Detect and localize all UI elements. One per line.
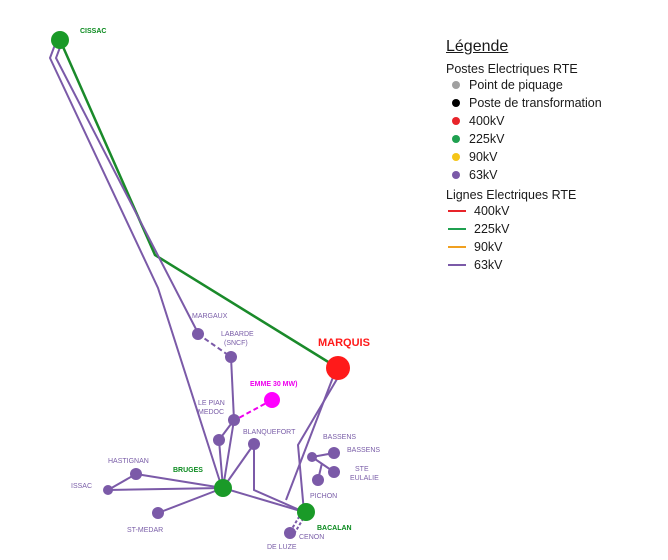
legend-line-icon [448, 246, 466, 248]
line-63kv-lepian-bruges [222, 419, 235, 489]
label-marquis: MARQUIS [318, 337, 370, 349]
label-st-medar: ST-MEDAR [127, 527, 163, 534]
line-63kv-cissac-margaux [54, 41, 199, 334]
station-blanquefort [248, 438, 260, 450]
legend-ligne-label: 400kV [474, 204, 510, 218]
label-labarde-1: LABARDE [221, 331, 254, 338]
legend-ligne-label: 90kV [474, 240, 503, 254]
line-63kv-bruges-hastignan [135, 473, 224, 489]
label-ste-eulalie-1: STE [355, 466, 369, 473]
legend-line-icon [448, 228, 466, 230]
label-le-pian-2: MEDOC [198, 409, 224, 416]
label-blanquefort: BLANQUEFORT [243, 429, 296, 436]
station-margaux [192, 328, 204, 340]
label-cissac: CISSAC [80, 28, 106, 35]
legend-poste-item: Poste de transformation [446, 94, 602, 112]
legend-poste-item: 225kV [446, 130, 602, 148]
station-st-medar [152, 507, 164, 519]
line-63kv-bruges-bacalan [222, 487, 305, 513]
legend-poste-item: Point de piquage [446, 76, 602, 94]
line-63kv-bacalan-cenon-1 [289, 511, 303, 533]
legend-poste-item: 63kV [446, 166, 602, 184]
legend-poste-label: 90kV [469, 150, 498, 164]
station-bacalan [297, 503, 315, 521]
line-63kv-cissac-bruges [48, 41, 223, 489]
label-labarde-2: (SNCF) [224, 340, 248, 347]
label-le-pian-1: LE PIAN [198, 400, 225, 407]
station-bassens-a [307, 452, 317, 462]
legend-dot-icon [452, 117, 460, 125]
label-bacalan: BACALAN [317, 525, 352, 532]
legend-postes-title: Postes Electriques RTE [446, 62, 578, 76]
station-labarde [225, 351, 237, 363]
station-marquis [326, 356, 350, 380]
legend-dot-icon [452, 99, 460, 107]
label-bruges: BRUGES [173, 467, 203, 474]
label-emme: EMME 30 MW) [250, 381, 297, 388]
legend-dot-icon [452, 153, 460, 161]
label-margaux: MARGAUX [192, 313, 228, 320]
legend-poste-label: 400kV [469, 114, 505, 128]
legend-ligne-label: 63kV [474, 258, 503, 272]
station-le-pian [228, 414, 240, 426]
legend-dot-icon [452, 135, 460, 143]
station-ste-eulalie [328, 466, 340, 478]
label-bassens-2: BASSENS [347, 447, 380, 454]
label-de-luze: DE LUZE [267, 544, 297, 551]
label-hastignan: HASTIGNAN [108, 458, 149, 465]
legend-poste-label: Point de piquage [469, 78, 563, 92]
line-63kv-marquis-bacalan-2 [296, 373, 341, 513]
legend-title: Légende [446, 38, 509, 55]
line-63kv-marquis-bacalan-1 [285, 371, 336, 501]
line-225kv-cissac-marquis [58, 39, 339, 370]
legend-line-icon [448, 264, 466, 266]
label-pichon: PICHON [310, 493, 337, 500]
line-63kv-labarde-lepian [230, 356, 235, 421]
station-issac [103, 485, 113, 495]
line-63kv-bruges-issac [107, 487, 224, 491]
legend-ligne-item: 63kV [446, 256, 602, 274]
legend-lignes-list: 400kV 225kV 90kV 63kV [446, 202, 602, 274]
station-cissac [51, 31, 69, 49]
legend-ligne-label: 225kV [474, 222, 510, 236]
station-bassens-b [328, 447, 340, 459]
line-emme [234, 399, 273, 421]
legend-poste-label: Poste de transformation [469, 96, 602, 110]
legend-poste-label: 225kV [469, 132, 505, 146]
legend-line-icon [448, 210, 466, 212]
legend: Légende Postes Electriques RTE Point de … [446, 38, 602, 274]
label-issac: ISSAC [71, 483, 92, 490]
legend-dot-icon [452, 81, 460, 89]
legend-poste-label: 63kV [469, 168, 498, 182]
legend-ligne-item: 400kV [446, 202, 602, 220]
label-ste-eulalie-2: EULALIE [350, 475, 379, 482]
legend-poste-item: 400kV [446, 112, 602, 130]
line-63kv-blanquefort [253, 444, 305, 513]
legend-poste-item: 90kV [446, 148, 602, 166]
line-63kv-margaux-labarde [197, 333, 232, 358]
line-63kv-bruges-stmedar [157, 487, 224, 514]
legend-ligne-item: 225kV [446, 220, 602, 238]
station-hastignan [130, 468, 142, 480]
station-bruges [214, 479, 232, 497]
station-node-1 [213, 434, 225, 446]
legend-ligne-item: 90kV [446, 238, 602, 256]
label-cenon: CENON [299, 534, 324, 541]
line-63kv-bacalan-cenon-2 [293, 513, 307, 535]
legend-dot-icon [452, 171, 460, 179]
legend-lignes-title: Lignes Electriques RTE [446, 188, 577, 202]
station-emme [264, 392, 280, 408]
station-pichon [312, 474, 324, 486]
label-bassens-1: BASSENS [323, 434, 356, 441]
station-cenon [284, 527, 296, 539]
